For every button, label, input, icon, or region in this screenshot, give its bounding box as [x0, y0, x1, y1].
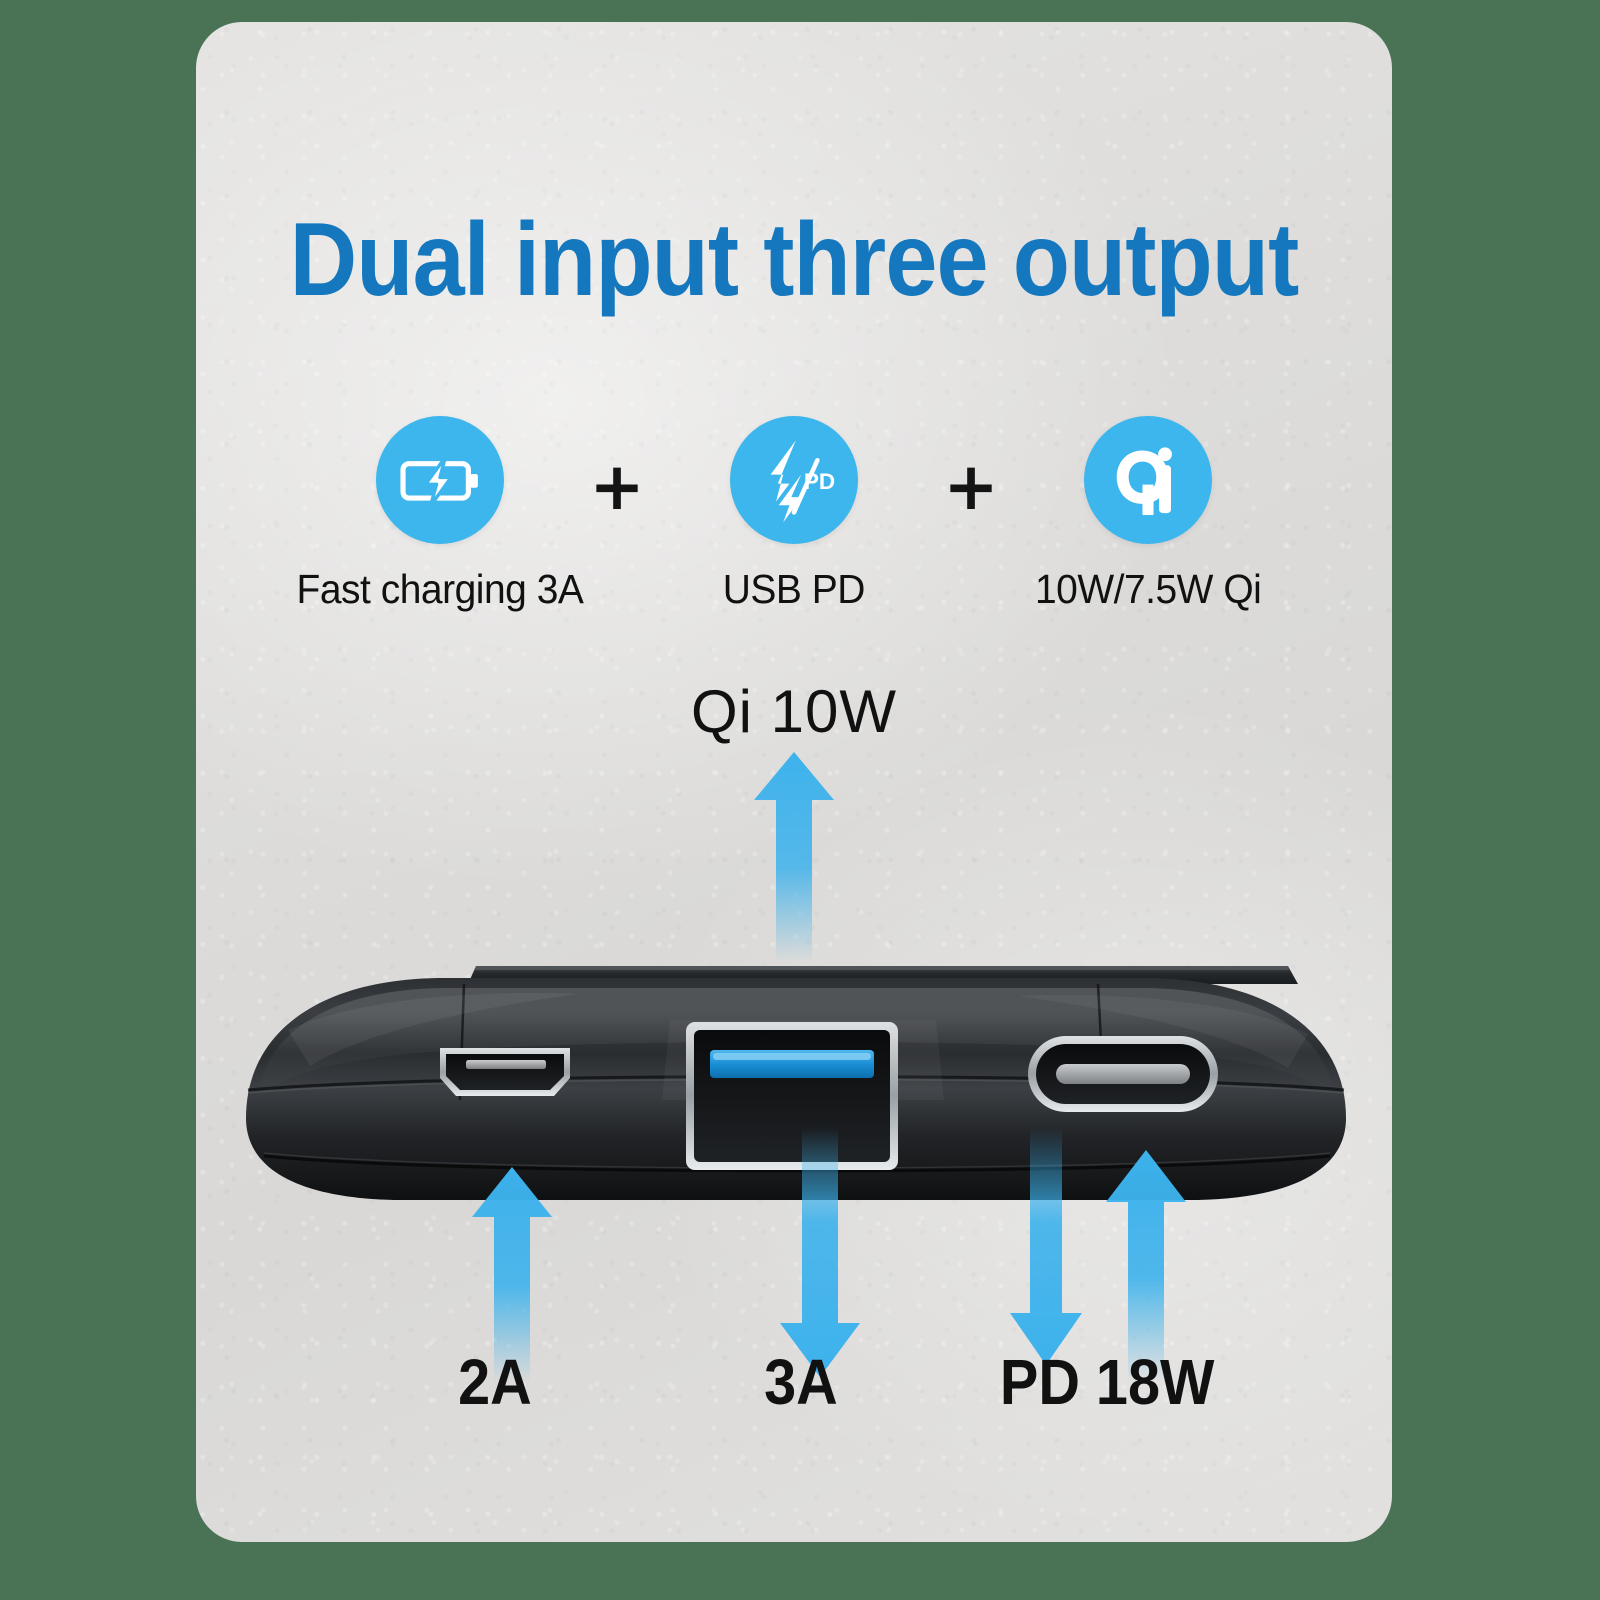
feature-icon-circle: PD — [730, 416, 858, 544]
power-bank-illustration — [246, 966, 1346, 1200]
feature-icon-circle — [1084, 416, 1212, 544]
feature-fast-charging: Fast charging 3A — [297, 416, 584, 613]
port-label-2a: 2A — [458, 1346, 532, 1418]
qi-wireless-icon — [1116, 447, 1172, 515]
micro-usb-port — [440, 1048, 570, 1096]
usb-a-arrow-down-icon — [780, 1127, 860, 1377]
usb-a-port — [686, 1022, 898, 1170]
feature-icon-circle — [376, 416, 504, 544]
port-label-3a: 3A — [764, 1346, 838, 1418]
port-label-pd-18w: PD 18W — [999, 1346, 1215, 1418]
svg-text:PD: PD — [804, 469, 835, 494]
feature-label: 10W/7.5W Qi — [1034, 566, 1262, 612]
usb-pd-bolt-icon: PD — [770, 440, 835, 523]
qi-output-label: Qi 10W — [690, 678, 898, 745]
feature-qi-wireless: 10W/7.5W Qi — [1014, 416, 1282, 613]
feature-usb-pd: PD USB PD — [660, 416, 928, 613]
battery-charging-icon — [400, 455, 478, 508]
port-label-row: 2A 3A PD 18W — [196, 1345, 1392, 1425]
feature-row: Fast charging 3A + PD USB PD + — [256, 416, 1332, 636]
feature-label: Fast charging 3A — [296, 566, 584, 612]
plus-separator-2: + — [943, 448, 999, 525]
wireless-output-group: Qi 10W — [196, 677, 1392, 967]
usb-c-arrow-up-icon — [1106, 1150, 1186, 1382]
feature-label: USB PD — [722, 566, 866, 612]
arrow-up-icon — [754, 752, 834, 962]
usb-c-port — [1028, 1036, 1218, 1112]
infographic-card: Dual input three output Fast charging 3A… — [196, 22, 1392, 1542]
usb-c-arrow-down-icon — [1010, 1127, 1082, 1365]
micro-usb-arrow-up-icon — [472, 1167, 552, 1382]
power-bank-device — [218, 950, 1373, 1218]
page-title: Dual input three output — [289, 202, 1300, 318]
plus-separator-1: + — [589, 448, 645, 525]
